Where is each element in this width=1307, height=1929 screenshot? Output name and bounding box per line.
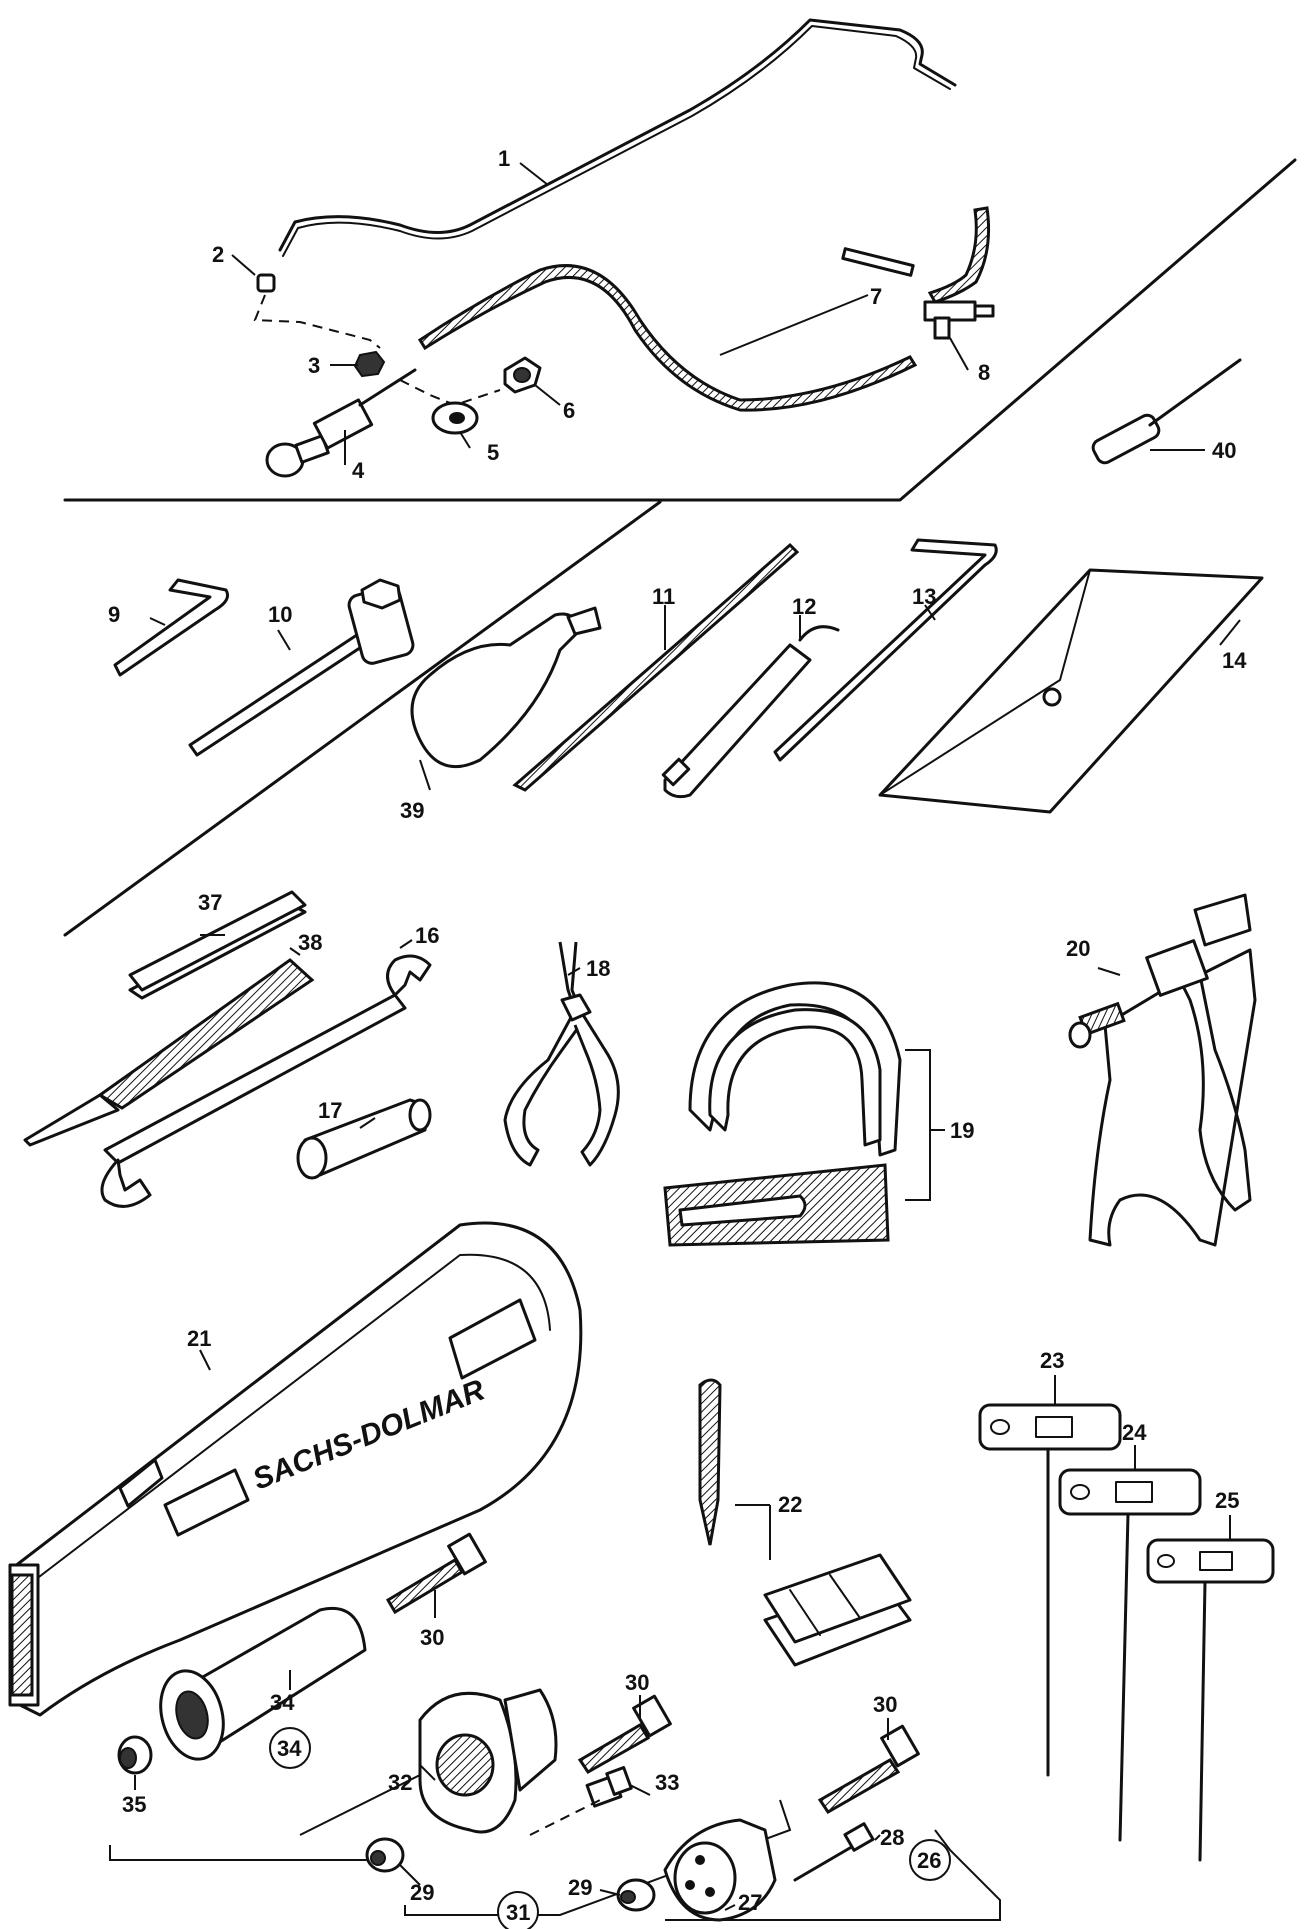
callout-20: 20: [1066, 936, 1090, 961]
part-14-envelope: [878, 568, 1264, 814]
callout-5: 5: [487, 440, 499, 465]
part-22-punch-and-block: [698, 1378, 912, 1667]
part-39-file-handle: [410, 606, 602, 769]
callout-4: 4: [352, 458, 365, 483]
callout-39: 39: [400, 798, 424, 823]
part-11-round-file: [512, 542, 800, 792]
callout-30-b: 30: [625, 1670, 649, 1695]
callout-31-circle: [497, 1891, 539, 1929]
part-30-bolt-right: [817, 1724, 920, 1814]
callout-19: 19: [950, 1118, 974, 1143]
dashed-line-33: [529, 1799, 601, 1836]
callout-labels: 1 2 3 4 5 6 7 8 40 9 10 11 12 13 14 39 3…: [108, 146, 1247, 1929]
callout-7: 7: [870, 284, 882, 309]
part-38-flat-file: [23, 958, 315, 1147]
callout-28: 28: [880, 1825, 904, 1850]
dashed-assembly-line-5-6: [399, 379, 501, 407]
part-21-guide-bar-cover: SACHS-DOLMAR: [8, 1221, 583, 1717]
part-8-tee-fitting: [841, 247, 995, 340]
bracket-31: [404, 1799, 792, 1916]
part-30-bolt-upper: [385, 1532, 487, 1615]
part-17-socket: [296, 1098, 432, 1180]
callout-22: 22: [778, 1492, 802, 1517]
callout-36: 35: [122, 1792, 146, 1817]
bracket-26: [665, 1829, 1001, 1921]
callout-10: 10: [268, 602, 292, 627]
callout-27: 27: [738, 1890, 762, 1915]
callout-1: 1: [498, 146, 510, 171]
part-20-sharpening-vice: [1068, 893, 1257, 1247]
part-32-flange: [418, 1688, 558, 1834]
callout-23: 23: [1040, 1348, 1064, 1373]
callout-35: 34: [270, 1690, 295, 1715]
callout-6: 6: [563, 398, 575, 423]
callout-24: 24: [1122, 1420, 1147, 1445]
callout-13: 13: [912, 584, 936, 609]
callout-3: 3: [308, 353, 320, 378]
part-10-plug-wrench: [188, 578, 415, 757]
callout-18: 18: [586, 956, 610, 981]
section-divider-lines: [63, 158, 1297, 937]
callout-32: 32: [388, 1770, 412, 1795]
part-29-sleeve-right: [616, 1878, 656, 1912]
part-40-screwdriver: [1091, 358, 1242, 465]
callout-17: 17: [318, 1098, 342, 1123]
callout-9: 9: [108, 602, 120, 627]
part-27-nose-piece: [663, 1818, 777, 1922]
part-4-valve-plunger: [265, 368, 417, 478]
callout-26-circle: [909, 1839, 951, 1881]
dashed-assembly-line-2-3: [253, 294, 381, 349]
callout-30-c: 30: [873, 1692, 897, 1717]
part-25-t-handle-key: [1146, 1538, 1275, 1862]
part-9-allen-key: [113, 578, 230, 677]
callout-21: 21: [187, 1326, 211, 1351]
callout-16: 16: [415, 923, 439, 948]
part-6-nut: [503, 356, 542, 394]
callout-26: 26: [917, 1848, 941, 1873]
callout-8: 8: [978, 360, 990, 385]
part-19-bar-clamps: [663, 981, 902, 1247]
part-16-combination-spanner: [100, 954, 432, 1208]
callout-11: 11: [652, 584, 675, 609]
callout-38: 38: [298, 930, 322, 955]
bracket-34: [109, 1845, 370, 1861]
part-5-washer: [431, 401, 479, 435]
part-35-bushing: [159, 1606, 367, 1761]
callout-40: 40: [1212, 438, 1236, 463]
part-24-t-handle-key: [1058, 1468, 1202, 1842]
callout-2: 2: [212, 242, 224, 267]
callout-34-circle: [269, 1727, 311, 1769]
callout-37: 37: [198, 890, 222, 915]
callout-25: 25: [1215, 1488, 1239, 1513]
part-37-gauge-block: [128, 890, 307, 1000]
part-36-sleeve: [117, 1735, 153, 1775]
callout-14: 14: [1222, 648, 1247, 673]
part-12-depth-gauge: [661, 625, 840, 799]
callout-31: 31: [506, 1900, 530, 1925]
part-2-nut: [256, 273, 276, 293]
part-23-t-handle-key: [978, 1403, 1122, 1777]
part-30-bolt-middle: [577, 1694, 672, 1774]
callout-12: 12: [792, 594, 816, 619]
part-3-hex-nut: [353, 350, 386, 378]
part-1-cable-rod: [278, 18, 957, 257]
callout-33: 33: [655, 1770, 679, 1795]
callout-29-b: 29: [568, 1875, 592, 1900]
callout-29-a: 29: [410, 1880, 434, 1905]
callout-leader-lines: [134, 162, 1241, 1911]
part-29-sleeve-left: [365, 1837, 405, 1873]
part-18-circlip-pliers: [503, 941, 620, 1167]
part-28-long-screw: [793, 1822, 875, 1882]
callout-34: 34: [277, 1736, 302, 1761]
part-33-small-bolt: [585, 1766, 633, 1808]
callout-30-a: 30: [420, 1625, 444, 1650]
part-13-long-allen-key: [773, 538, 998, 762]
